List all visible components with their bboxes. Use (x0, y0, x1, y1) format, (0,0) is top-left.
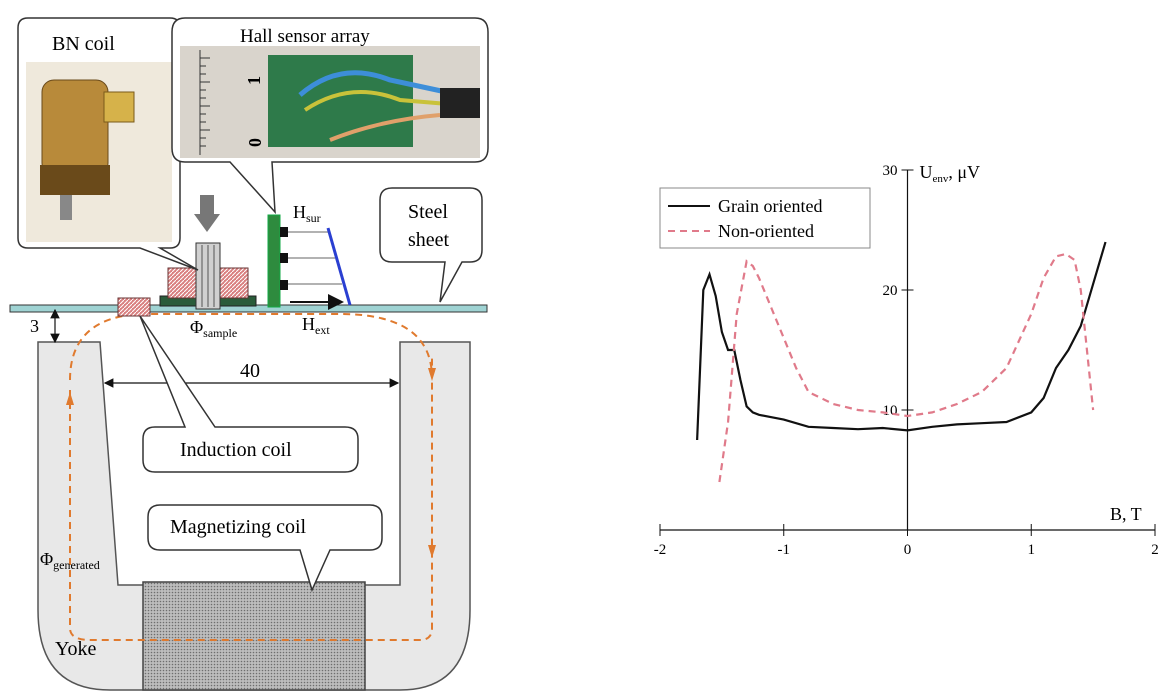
hall-sensor-label: Hall sensor array (240, 26, 370, 47)
magnetizing-coil-callout (147, 504, 383, 593)
legend-box (659, 187, 871, 249)
x-tick-label: 0 (904, 542, 912, 558)
y-ticks: 10 20 30 (883, 163, 914, 419)
chart-svg: -2 -1 0 1 2 10 20 30 Uenv, μV B, T Grain orien… (654, 162, 1159, 558)
y-axis-label: Uenv, μV (920, 162, 981, 185)
y-tick-label: 30 (883, 163, 898, 179)
flux-arrow-right (428, 368, 436, 381)
y-tick-label: 20 (883, 283, 898, 299)
x-ticks: -2 -1 0 1 2 (654, 524, 1159, 558)
x-axis-label: B, T (1110, 504, 1142, 524)
flux-path (69, 355, 433, 641)
hext-label: Hext (302, 314, 330, 337)
gap-label: 3 (30, 316, 39, 336)
bn-coil-label: BN coil (52, 33, 115, 55)
induction-coil-block (117, 297, 151, 317)
steel-label-line1: Steel (408, 201, 448, 223)
flux-arrow-left (66, 392, 74, 405)
flux-arrow-right-lower (428, 545, 436, 558)
legend-label-grain-oriented: Grain oriented (718, 196, 822, 216)
x-tick-label: 1 (1028, 542, 1036, 558)
phi-sample-label: Φsample (190, 317, 237, 340)
ruler-label-1: 1 (244, 76, 264, 85)
series-layer (696, 241, 1107, 483)
x-tick-label: 2 (1151, 542, 1159, 558)
x-tick-label: -1 (778, 542, 791, 558)
yoke-label: Yoke (55, 638, 96, 660)
phi-generated-label: Φgenerated (40, 549, 100, 572)
setup-diagram-svg: BN coil Hall sensor array 1 0 Steel shee… (9, 17, 489, 691)
induction-coil-label: Induction coil (180, 439, 292, 461)
steel-callout (379, 187, 483, 303)
hsur-gradient-line (326, 227, 352, 306)
legend-label-non-oriented: Non-oriented (718, 221, 814, 241)
y-tick-label: 10 (883, 403, 898, 419)
hall-sensor-strip (267, 214, 281, 308)
series-line-non-oriented (718, 252, 1095, 483)
ruler-label-0: 0 (245, 138, 265, 147)
series-line-grain-oriented (696, 241, 1107, 441)
steel-label-line2: sheet (408, 229, 450, 251)
magnetizing-coil-block (142, 581, 366, 691)
magnetizing-coil-label: Magnetizing coil (170, 516, 307, 538)
chart-panel: -2 -1 0 1 2 10 20 30 Uenv, μV B, T Grain orien… (600, 150, 1167, 570)
legend: Grain oriented Non-oriented (659, 187, 871, 249)
x-tick-label: -2 (654, 542, 667, 558)
width-label: 40 (240, 360, 260, 382)
hsur-label: Hsur (293, 202, 321, 225)
setup-diagram: BN coil Hall sensor array 1 0 Steel shee… (0, 0, 500, 693)
induction-coil-callout (139, 315, 359, 473)
down-arrow-icon (194, 195, 220, 232)
flux-path-top (69, 313, 433, 381)
